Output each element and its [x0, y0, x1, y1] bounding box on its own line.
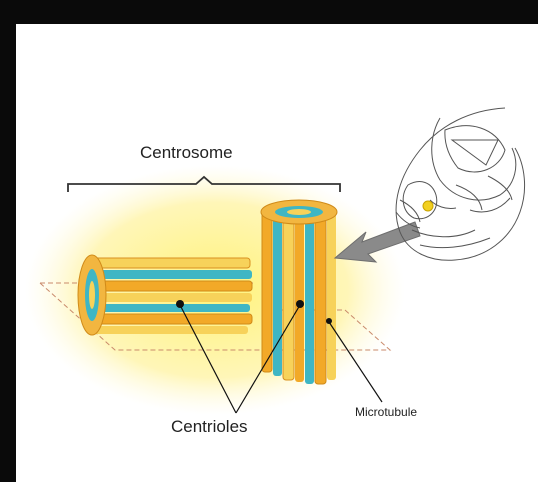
centriole-horizontal	[78, 255, 252, 335]
microtubule-dot	[326, 318, 332, 324]
microtubule-label: Microtubule	[355, 405, 417, 419]
centriole-dot-left	[176, 300, 184, 308]
centrioles-label: Centrioles	[171, 417, 248, 437]
centrosome-label: Centrosome	[140, 143, 233, 163]
centriole-dot-right	[296, 300, 304, 308]
centrosome-location-marker	[423, 201, 433, 211]
centriole-vertical	[261, 200, 337, 384]
